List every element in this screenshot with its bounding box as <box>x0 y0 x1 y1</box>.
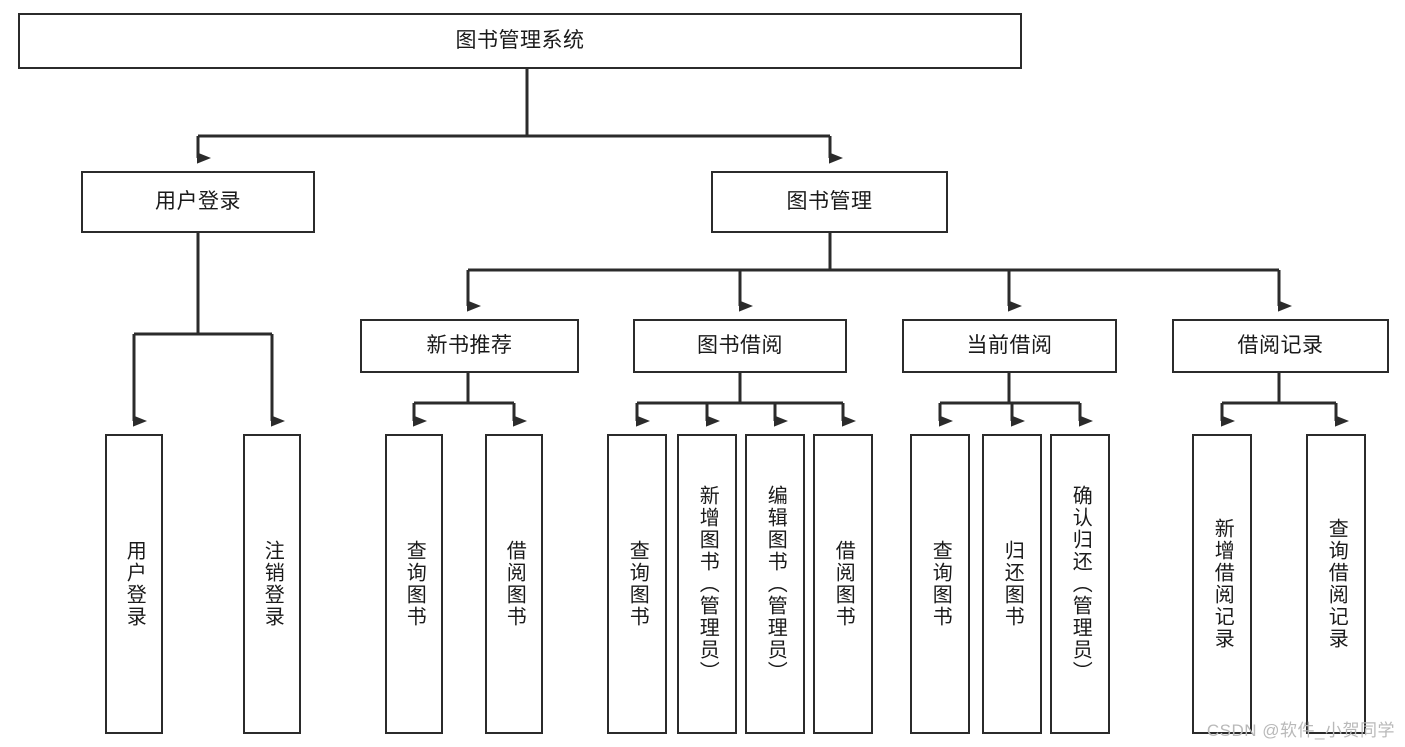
node-label: 新书推荐 <box>426 334 513 358</box>
node-user-login[interactable]: 用户登录 <box>81 171 315 233</box>
node-root-system[interactable]: 图书管理系统 <box>18 13 1022 69</box>
node-book-borrowing[interactable]: 图书借阅 <box>633 319 847 373</box>
leaf-label: 借阅图书 <box>832 540 855 628</box>
node-label: 图书借阅 <box>697 334 783 358</box>
leaf-return-book[interactable]: 归还图书 <box>982 434 1042 734</box>
leaf-label: 查询图书 <box>929 540 952 628</box>
leaf-confirm-return-admin[interactable]: 确认归还（管理员） <box>1050 434 1110 734</box>
leaf-query-book-rec[interactable]: 查询图书 <box>385 434 443 734</box>
node-label: 当前借阅 <box>966 334 1053 358</box>
leaf-query-book-borrow[interactable]: 查询图书 <box>607 434 667 734</box>
node-current-borrowing[interactable]: 当前借阅 <box>902 319 1117 373</box>
leaf-label: 查询图书 <box>626 540 649 628</box>
leaf-label: 查询图书 <box>403 540 426 628</box>
leaf-user-logout[interactable]: 注销登录 <box>243 434 301 734</box>
node-label: 图书管理系统 <box>455 29 585 53</box>
csdn-watermark: CSDN @软件_小贺同学 <box>1206 721 1395 740</box>
leaf-label: 借阅图书 <box>503 540 526 628</box>
leaf-label: 新增图书（管理员） <box>696 485 719 683</box>
leaf-add-book-admin[interactable]: 新增图书（管理员） <box>677 434 737 734</box>
leaf-label: 查询借阅记录 <box>1325 518 1348 650</box>
node-book-management[interactable]: 图书管理 <box>711 171 948 233</box>
leaf-label: 归还图书 <box>1001 540 1024 628</box>
node-new-book-recommendation[interactable]: 新书推荐 <box>360 319 579 373</box>
node-label: 借阅记录 <box>1237 334 1324 358</box>
leaf-label: 注销登录 <box>261 540 284 628</box>
leaf-label: 新增借阅记录 <box>1211 518 1234 650</box>
leaf-query-book-current[interactable]: 查询图书 <box>910 434 970 734</box>
node-label: 图书管理 <box>786 190 873 214</box>
leaf-add-borrow-record[interactable]: 新增借阅记录 <box>1192 434 1252 734</box>
leaf-user-login[interactable]: 用户登录 <box>105 434 163 734</box>
leaf-label: 用户登录 <box>123 540 146 628</box>
leaf-label: 编辑图书（管理员） <box>764 485 787 683</box>
leaf-borrow-book[interactable]: 借阅图书 <box>813 434 873 734</box>
leaf-edit-book-admin[interactable]: 编辑图书（管理员） <box>745 434 805 734</box>
node-label: 用户登录 <box>155 190 241 214</box>
node-borrowing-records[interactable]: 借阅记录 <box>1172 319 1389 373</box>
leaf-label: 确认归还（管理员） <box>1069 485 1092 683</box>
leaf-query-borrow-record[interactable]: 查询借阅记录 <box>1306 434 1366 734</box>
leaf-borrow-book-rec[interactable]: 借阅图书 <box>485 434 543 734</box>
